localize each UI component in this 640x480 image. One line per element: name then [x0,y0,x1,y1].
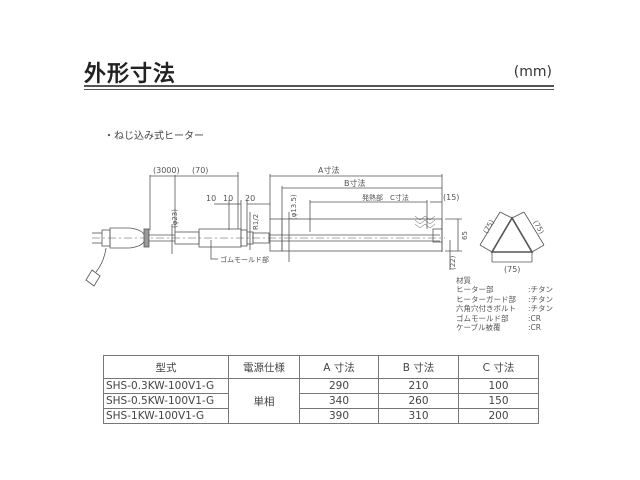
materials-list: 材質 ヒーター部:チタン ヒーターガード部:チタン 六角穴付きボルト:チタン ゴ… [456,276,553,332]
dim-70-label: (70) [192,166,208,175]
plug-icon [85,227,150,287]
triangle-section [479,211,545,263]
dim-22-label: (22) [449,255,457,270]
material-row: ゴムモールド部:CR [456,313,541,323]
dim-b-label: B寸法 [344,178,366,188]
col-c: C 寸法 [458,355,539,379]
dim-20-label: 20 [245,194,255,203]
table-row: SHS-1KW-100V1-G 390 310 200 [103,408,539,424]
page-title: 外形寸法 [84,62,177,87]
col-b: B 寸法 [378,355,459,379]
dim-c-label: 発熱部 C寸法 [362,193,409,202]
material-row: ケーブル被覆:CR [456,323,541,333]
material-row: ヒーターガード部:チタン [456,294,554,304]
unit-label: (mm) [513,64,552,80]
dim-10b-label: 10 [223,194,233,203]
dim-r12-label: R1/2 [252,214,260,230]
material-row: ヒーター部:チタン [456,285,554,295]
col-power: 電源仕様 [228,355,300,379]
tri-left-label: (75) [482,218,496,235]
table-header-row: 型式 電源仕様 A 寸法 B 寸法 C 寸法 [103,355,539,379]
col-a: A 寸法 [299,355,379,379]
col-model: 型式 [103,355,229,379]
dim-phi135-label: (φ13.5) [290,194,298,220]
dim-15-label: (15) [443,193,459,202]
material-row: 六角穴付きボルト:チタン [456,304,554,314]
tri-bottom-label: (75) [504,265,520,274]
title-rule-thin [84,89,554,90]
materials-title: 材質 [456,276,471,285]
power-cell: 単相 [228,378,300,424]
dim-phi23-label: (φ23) [171,209,179,228]
spec-table: 型式 電源仕様 A 寸法 B 寸法 C 寸法 SHS-0.3KW-100V1-G… [103,355,539,424]
dim-a-label: A寸法 [318,165,339,175]
rubber-mold-label: ゴムモールド部 [220,255,269,264]
dim-65-label: 65 [461,231,469,240]
table-row: SHS-0.3KW-100V1-G 単相 290 210 100 [103,378,539,424]
table-row: SHS-0.5KW-100V1-G 340 260 150 [103,393,539,409]
dim-10a-label: 10 [206,194,216,203]
title-rule [84,85,554,87]
section-heading: ・ねじ込み式ヒーター [104,131,204,142]
dim-cable-label: (3000) [153,166,180,175]
